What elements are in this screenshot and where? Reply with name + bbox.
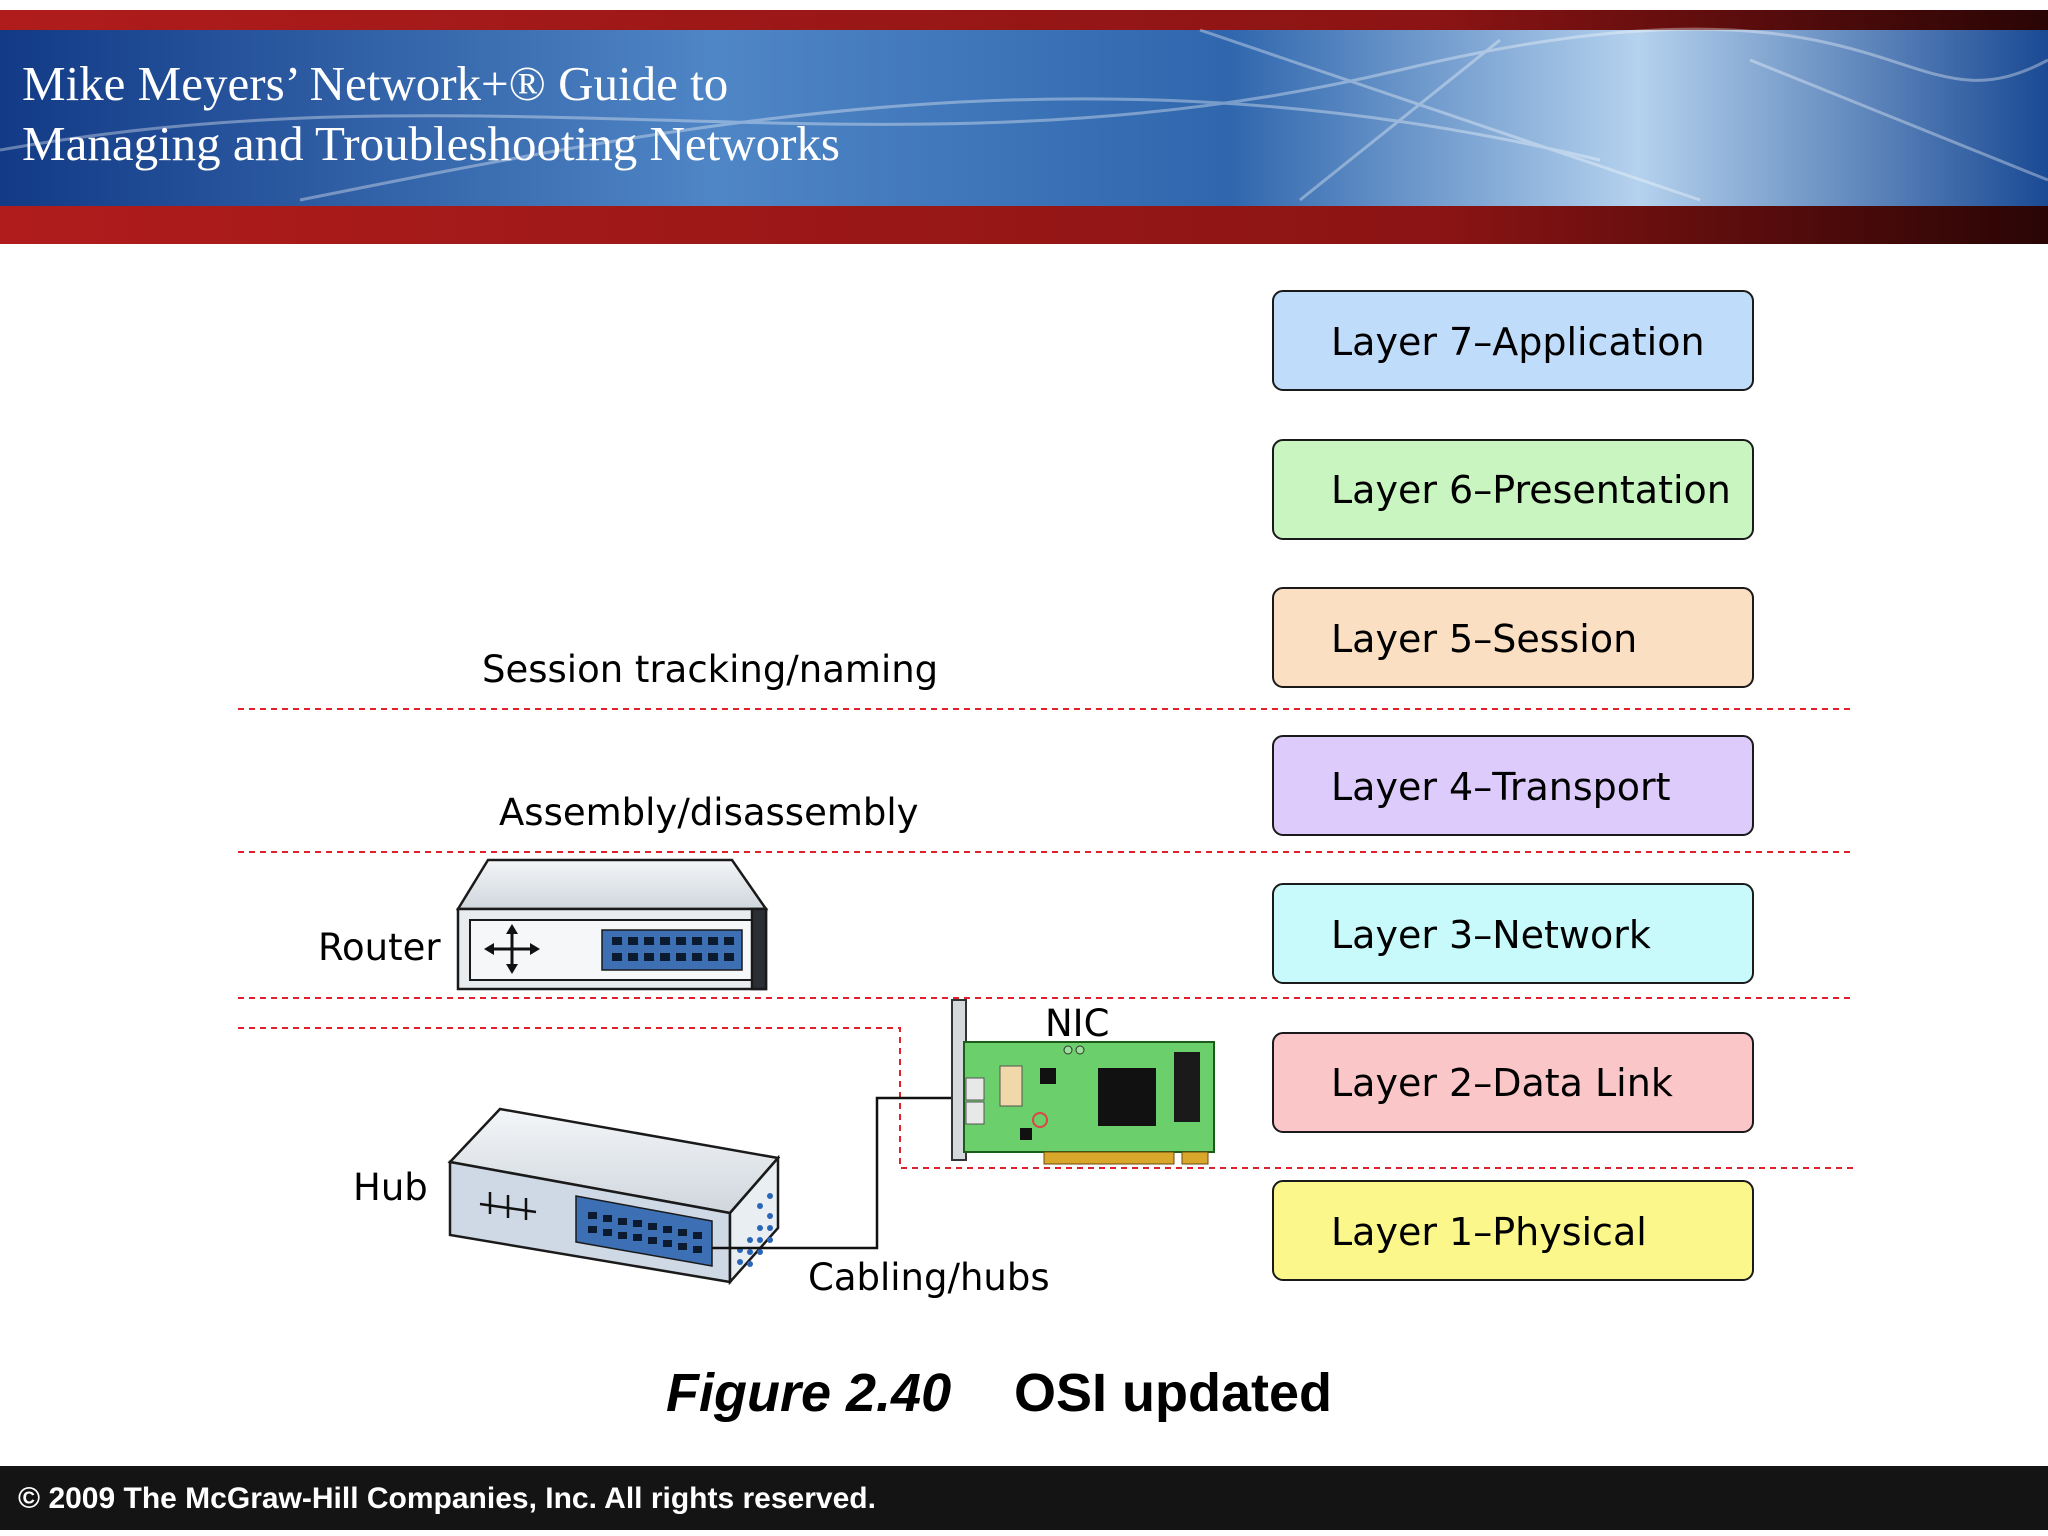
session-annotation: Session tracking/naming: [482, 648, 938, 691]
layer-4-fill: [1272, 735, 1754, 836]
banner-title-line1: Mike Meyers’ Network+® Guide to: [22, 56, 728, 111]
network-cable: [712, 1096, 970, 1250]
layer-7-label: Layer 7–Application: [1331, 320, 1705, 364]
layer-2-box: Layer 2–Data Link: [1272, 1032, 1754, 1133]
assembly-annotation: Assembly/disassembly: [499, 791, 919, 834]
layer-4-label: Layer 4–Transport: [1331, 765, 1671, 809]
nic-illustration: [951, 999, 1215, 1165]
layer-4-box: Layer 4–Transport: [1272, 735, 1754, 836]
layer-7-fill: [1272, 290, 1754, 391]
header-banner: Mike Meyers’ Network+® Guide to Managing…: [0, 10, 2048, 244]
layer-6-box: Layer 6–Presentation: [1272, 439, 1754, 540]
hub-illustration: [447, 1107, 781, 1286]
figure-number: Figure 2.40: [666, 1363, 951, 1423]
layer-3-box: Layer 3–Network: [1272, 883, 1754, 984]
hub-label: Hub: [353, 1166, 428, 1209]
osi-layer-stack: Layer 7–Application Layer 6–Presentation…: [1272, 290, 1754, 1281]
layer-2-fill: [1272, 1032, 1754, 1133]
layer-6-fill: [1272, 439, 1754, 540]
layer-2-label: Layer 2–Data Link: [1331, 1061, 1673, 1105]
copyright-text: © 2009 The McGraw-Hill Companies, Inc. A…: [18, 1482, 876, 1515]
layer-1-box: Layer 1–Physical: [1272, 1180, 1754, 1281]
layer-5-fill: [1272, 587, 1754, 688]
cabling-annotation: Cabling/hubs: [808, 1256, 1050, 1299]
layer-5-label: Layer 5–Session: [1331, 617, 1637, 661]
layer-7-box: Layer 7–Application: [1272, 290, 1754, 391]
layer-3-label: Layer 3–Network: [1331, 913, 1651, 957]
router-label: Router: [318, 926, 441, 969]
hub-ports-icon: [479, 1192, 537, 1220]
layer-1-fill: [1272, 1180, 1754, 1281]
router-arrows-icon: [484, 924, 540, 974]
banner-title-line2: Managing and Troubleshooting Networks: [22, 116, 840, 171]
footer-bar: © 2009 The McGraw-Hill Companies, Inc. A…: [0, 1466, 2048, 1530]
layer-1-label: Layer 1–Physical: [1331, 1210, 1647, 1254]
layer-6-label: Layer 6–Presentation: [1331, 468, 1731, 512]
layer-3-fill: [1272, 883, 1754, 984]
nic-label: NIC: [1045, 1002, 1109, 1045]
router-illustration: [455, 858, 769, 991]
figure-title: OSI updated: [1014, 1363, 1332, 1423]
layer-5-box: Layer 5–Session: [1272, 587, 1754, 688]
